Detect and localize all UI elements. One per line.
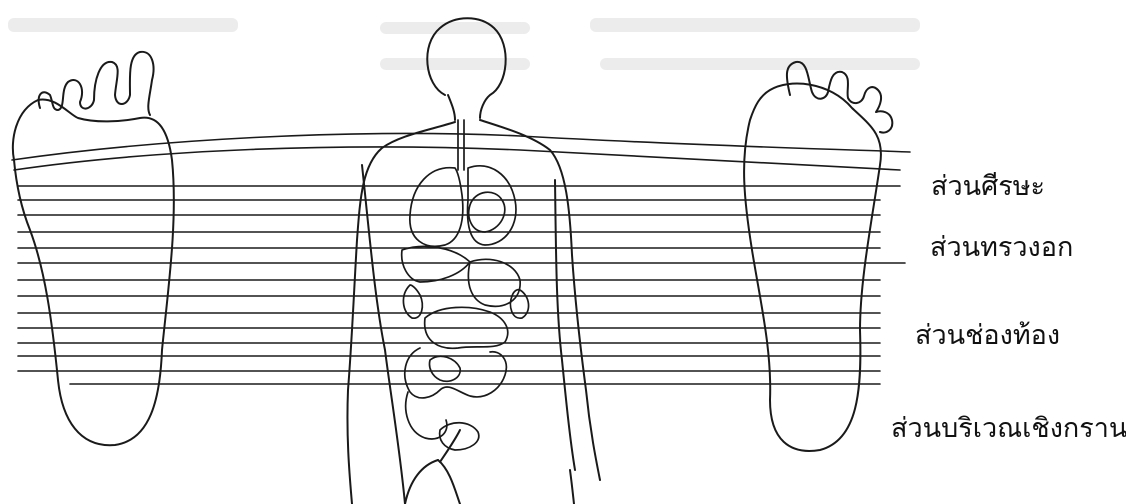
- right-leg-outer: [570, 470, 574, 504]
- zone-lines: [12, 133, 910, 384]
- label-abdomen-zone: ส่วนช่องท้อง: [915, 322, 1060, 349]
- label-pelvic-zone: ส่วนบริเวณเชิงกราน: [891, 415, 1126, 442]
- legs-left: [405, 460, 438, 504]
- inner-arm-right: [555, 180, 575, 470]
- intestines-inner: [429, 356, 460, 381]
- colon-left: [406, 392, 447, 439]
- head-curve-line: [14, 147, 900, 170]
- left-foot-toes: [39, 52, 154, 115]
- right-foot: [744, 62, 892, 451]
- kidney-right: [510, 290, 528, 319]
- label-head-zone: ส่วนศีรษะ: [931, 173, 1045, 200]
- right-lung: [468, 166, 516, 245]
- label-chest-zone: ส่วนทรวงอก: [930, 234, 1073, 261]
- faded-background-text: [8, 18, 920, 70]
- heart: [469, 192, 505, 232]
- stomach: [468, 259, 520, 306]
- legs-right: [438, 460, 460, 504]
- left-foot-outline: [13, 99, 174, 445]
- trachea: [458, 120, 464, 170]
- right-foot-outline: [744, 84, 881, 451]
- left-lung: [410, 168, 463, 247]
- liver: [402, 246, 470, 282]
- neck: [448, 95, 455, 120]
- bladder: [440, 423, 479, 450]
- inner-arm-left: [362, 165, 405, 504]
- torso-right: [480, 120, 600, 480]
- internal-organs: [402, 120, 529, 450]
